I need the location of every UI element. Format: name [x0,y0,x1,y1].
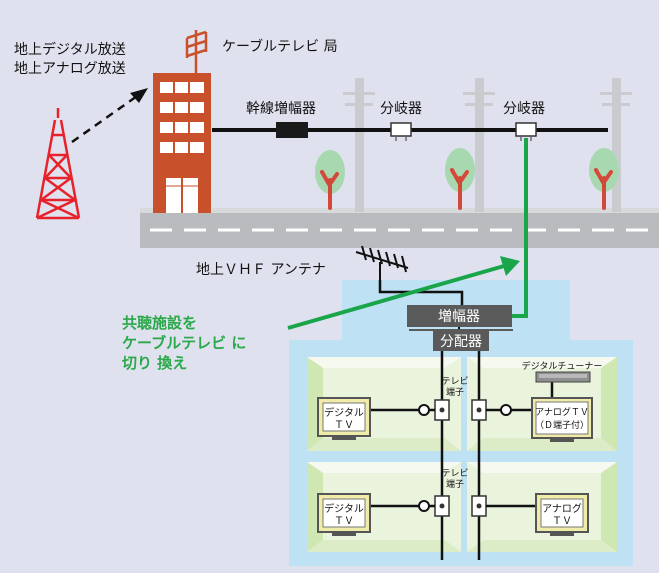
tv-lower-left-line1: デジタル [324,502,364,515]
trunk-amp-label: 幹線増幅器 [246,100,316,117]
trunk-amplifier [276,122,308,138]
tree-icon [315,148,619,210]
cable-tv-station [153,73,211,213]
station-label: ケーブルテレビ 局 [222,38,338,55]
signal-connectors [418,404,512,512]
terminal-label-upper-1: テレビ [441,376,468,387]
tv-icon [317,397,371,440]
antenna-cable [378,280,464,306]
switch-arrowhead [500,256,520,276]
tv-upper-right-line2: （Ｄ端子付） [535,419,589,431]
distributor-box [433,331,489,351]
station-antenna-icon [185,30,208,73]
tv-lower-right-line2: ＴＶ [552,516,572,527]
road [140,208,659,248]
splitter2-label: 分岐器 [503,101,545,117]
tv-icon [531,397,593,442]
tv-icon [317,493,371,536]
distributor-label: 分配器 [440,334,482,350]
amplifier-label: 増幅器 [438,309,480,325]
terminal-label-lower-2: 端子 [446,478,464,490]
antenna-label: 地上ＶＨＦ アンテナ [196,262,326,278]
tv-lower-left-line2: ＴＶ [334,516,354,527]
note-line2: ケーブルテレビ に [122,334,246,352]
tv-icon [535,493,589,536]
broadcast-analog-label: 地上アナログ放送 [14,61,126,77]
utility-pole-icon [343,78,632,212]
signal-arrowhead [130,88,148,103]
cable-tv-drop-line [512,138,528,318]
splitter1-label: 分岐器 [380,101,422,117]
splitter-2 [515,122,537,141]
tv-upper-right-line1: アナログＴＶ [535,406,589,418]
broadcast-digital-label: 地上デジタル放送 [14,41,126,58]
tuner-label: デジタルチューナー [522,360,603,372]
switch-arrow [287,264,505,330]
amplifier-box [407,305,512,327]
tv-upper-left-line2: ＴＶ [334,420,354,431]
radio-tower-icon [35,108,81,220]
note-line3: 切り 換え [122,354,187,372]
tuner-icon [535,371,591,383]
note-line1: 共聴施設を [122,314,197,332]
splitter-1 [390,122,412,141]
broadcast-signal-arrow [71,92,141,144]
tv-upper-left-line1: デジタル [324,406,364,419]
terminal-label-lower-1: テレビ [441,468,468,479]
terminal-label-upper-2: 端子 [446,386,464,398]
vhf-antenna-icon [355,245,409,280]
tv-lower-right-line1: アナログ [542,502,582,515]
